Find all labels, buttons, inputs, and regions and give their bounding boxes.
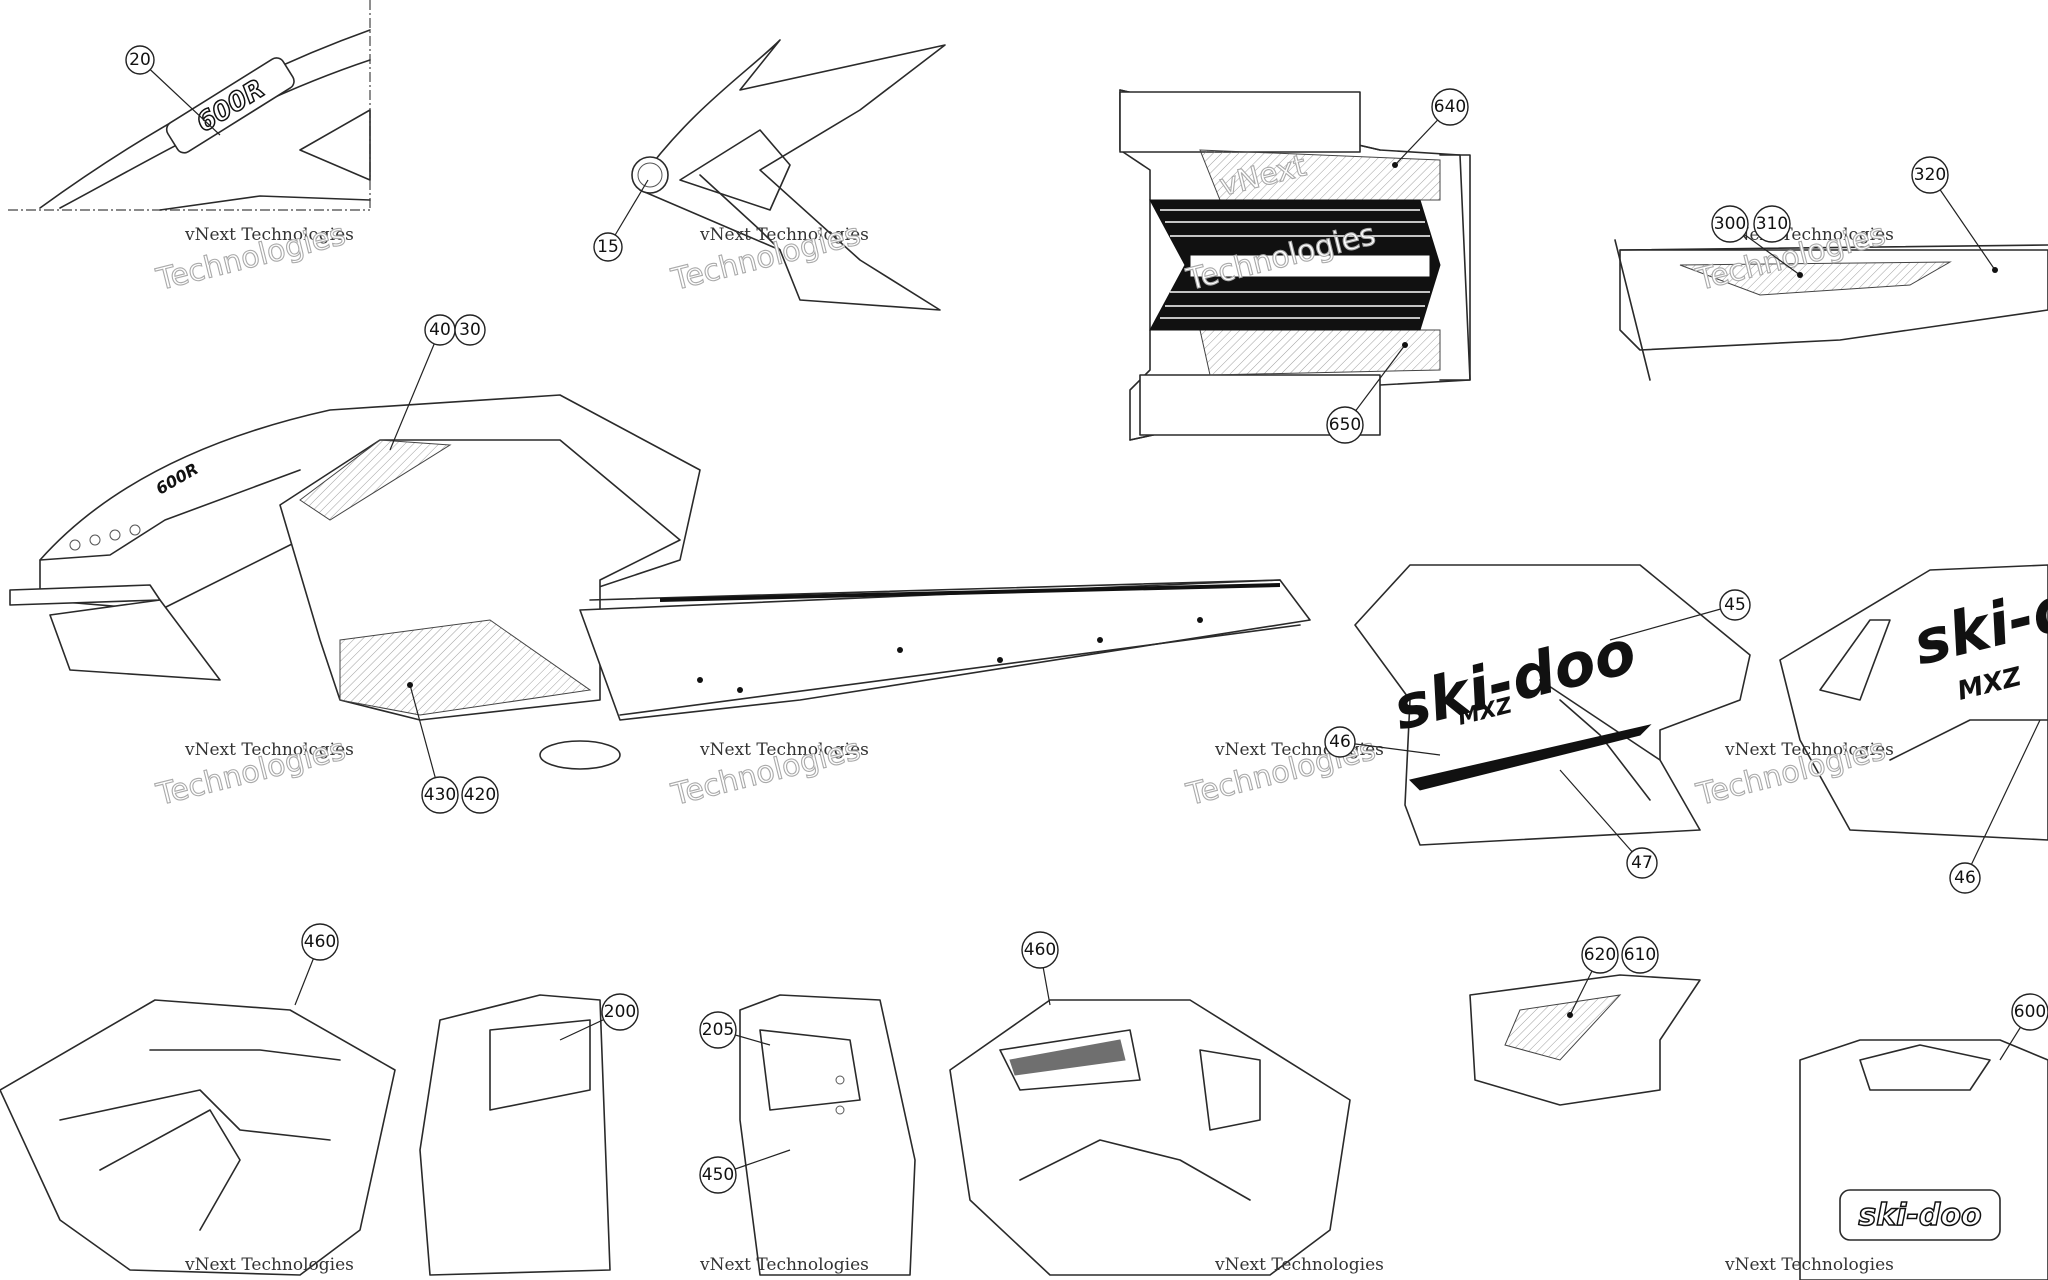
svg-text:40: 40 — [429, 320, 451, 340]
callout-30: 30 — [454, 314, 486, 346]
callout-46a: 46 — [1324, 726, 1441, 758]
svg-text:46: 46 — [1954, 868, 1976, 888]
inner-panel-1 — [0, 999, 396, 1276]
svg-text:310: 310 — [1756, 214, 1788, 234]
callout-620: 620 — [1567, 936, 1619, 1018]
callout-430: 430 — [407, 682, 459, 814]
svg-text:610: 610 — [1624, 945, 1656, 965]
svg-text:15: 15 — [597, 237, 619, 257]
svg-text:20: 20 — [129, 50, 151, 70]
side-rail-panel — [1614, 239, 2048, 381]
svg-text:vNext Technologies: vNext Technologies — [1214, 1255, 1384, 1275]
callout-650: 650 — [1326, 342, 1408, 444]
inner-panel-3 — [739, 994, 916, 1276]
svg-text:600: 600 — [2014, 1002, 2046, 1022]
callout-640: 640 — [1392, 88, 1469, 168]
svg-text:460: 460 — [304, 932, 336, 952]
callout-450: 450 — [699, 1149, 791, 1194]
svg-text:450: 450 — [702, 1165, 734, 1185]
svg-text:vNext Technologies: vNext Technologies — [1724, 740, 1894, 760]
svg-text:640: 640 — [1434, 97, 1466, 117]
model-badge-600r: 600R — [165, 57, 295, 154]
callout-46b: 46 — [1949, 719, 2041, 894]
svg-text:205: 205 — [702, 1020, 734, 1040]
svg-text:vNext Technologies: vNext Technologies — [699, 740, 869, 760]
callout-47: 47 — [1559, 769, 1658, 879]
nose-panel — [631, 39, 946, 311]
inner-panel-4 — [949, 999, 1351, 1276]
svg-text:vNext Technologies: vNext Technologies — [699, 1255, 869, 1275]
svg-text:30: 30 — [459, 320, 481, 340]
logo-ski-doo-rear: ski-doo — [1858, 1198, 1981, 1233]
callout-460a: 460 — [294, 923, 339, 1006]
svg-text:46: 46 — [1329, 732, 1351, 752]
callout-20: 20 — [125, 45, 221, 136]
callout-205: 205 — [699, 1011, 771, 1049]
callout-610: 610 — [1621, 936, 1659, 974]
svg-text:420: 420 — [464, 785, 496, 805]
svg-text:vNext Technologies: vNext Technologies — [184, 1255, 354, 1275]
inner-panel-2 — [419, 994, 611, 1276]
side-panel-decal-right: ski-doo MXZ — [1779, 552, 2048, 841]
tunnel-top-panel — [1119, 89, 1471, 441]
svg-text:47: 47 — [1631, 853, 1653, 873]
rear-panel: ski-doo — [1799, 1039, 2048, 1280]
callout-15: 15 — [593, 179, 649, 262]
svg-text:45: 45 — [1724, 595, 1746, 615]
callout-420: 420 — [461, 776, 499, 814]
svg-text:vNext Technologies: vNext Technologies — [1724, 1255, 1894, 1275]
svg-text:430: 430 — [424, 785, 456, 805]
callout-200: 200 — [559, 993, 639, 1041]
callout-320: 320 — [1911, 156, 1998, 273]
hood-detail-panel: 600R — [8, 0, 371, 211]
svg-text:vNext Technologies: vNext Technologies — [699, 225, 869, 245]
callout-40: 40 — [389, 314, 456, 451]
callout-300: 300 — [1711, 205, 1803, 278]
svg-text:650: 650 — [1329, 415, 1361, 435]
callout-310: 310 — [1753, 205, 1791, 243]
sled-side-view: 600R — [9, 394, 1311, 770]
callouts: 20 15 640 650 320 300 310 40 30 430 420 … — [125, 45, 2048, 1194]
svg-text:200: 200 — [604, 1002, 636, 1022]
callout-460b: 460 — [1021, 931, 1059, 1006]
svg-text:460: 460 — [1024, 940, 1056, 960]
svg-text:vNext Technologies: vNext Technologies — [184, 225, 354, 245]
side-panel-small — [1469, 974, 1701, 1106]
svg-text:300: 300 — [1714, 214, 1746, 234]
svg-text:vNext Technologies: vNext Technologies — [184, 740, 354, 760]
callout-600: 600 — [1999, 993, 2048, 1061]
svg-text:320: 320 — [1914, 165, 1946, 185]
svg-text:620: 620 — [1584, 945, 1616, 965]
side-panel-decal-left: ski-doo MXZ — [1354, 564, 1751, 846]
svg-text:600R: 600R — [191, 74, 270, 139]
callout-45: 45 — [1609, 589, 1751, 641]
